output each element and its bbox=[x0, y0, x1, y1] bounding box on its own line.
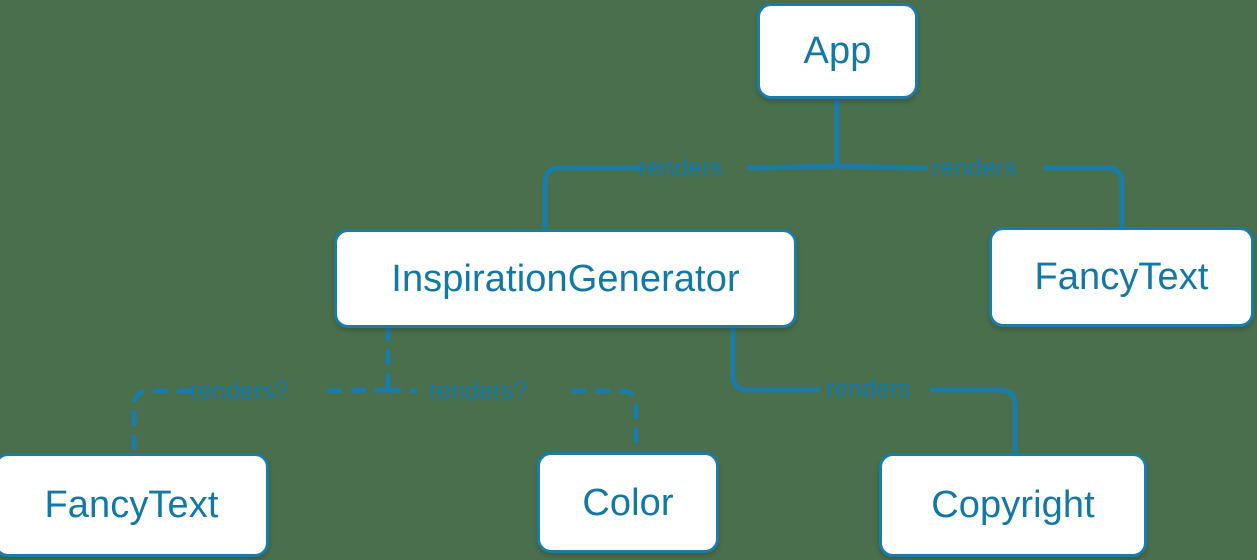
node-inspirationgenerator-label: InspirationGenerator bbox=[391, 257, 740, 300]
node-copyright[interactable]: Copyright bbox=[879, 453, 1147, 557]
node-fancytext-right-label: FancyText bbox=[1034, 256, 1209, 298]
edge-inspirationgenerator-to-fancytext bbox=[131, 387, 391, 456]
edge-label-inspirationgenerator-to-copyright: renders bbox=[826, 375, 911, 403]
edge-label-inspirationgenerator-to-color: renders? bbox=[429, 377, 528, 405]
edge-inspirationgenerator-to-color bbox=[385, 387, 639, 455]
node-color[interactable]: Color bbox=[537, 452, 719, 553]
edge-label-app-to-fancytext: renders bbox=[932, 154, 1017, 182]
edge-label-app-to-inspirationgenerator: renders bbox=[638, 154, 723, 182]
node-app[interactable]: App bbox=[757, 3, 918, 99]
edge-inspirationgenerator-to-copyright bbox=[730, 325, 1018, 456]
node-inspirationgenerator[interactable]: InspirationGenerator bbox=[334, 229, 797, 328]
edge-app-to-fancytext bbox=[834, 163, 1125, 230]
node-fancytext-left-label: FancyText bbox=[44, 484, 219, 526]
node-fancytext-right[interactable]: FancyText bbox=[989, 227, 1254, 327]
node-color-label: Color bbox=[582, 481, 674, 524]
edge-label-inspirationgenerator-to-fancytext: renders? bbox=[190, 377, 289, 405]
node-fancytext-left[interactable]: FancyText bbox=[0, 453, 269, 557]
node-app-label: App bbox=[803, 30, 872, 72]
edge-app-to-inspirationgenerator bbox=[542, 163, 840, 232]
node-copyright-label: Copyright bbox=[931, 484, 1095, 526]
